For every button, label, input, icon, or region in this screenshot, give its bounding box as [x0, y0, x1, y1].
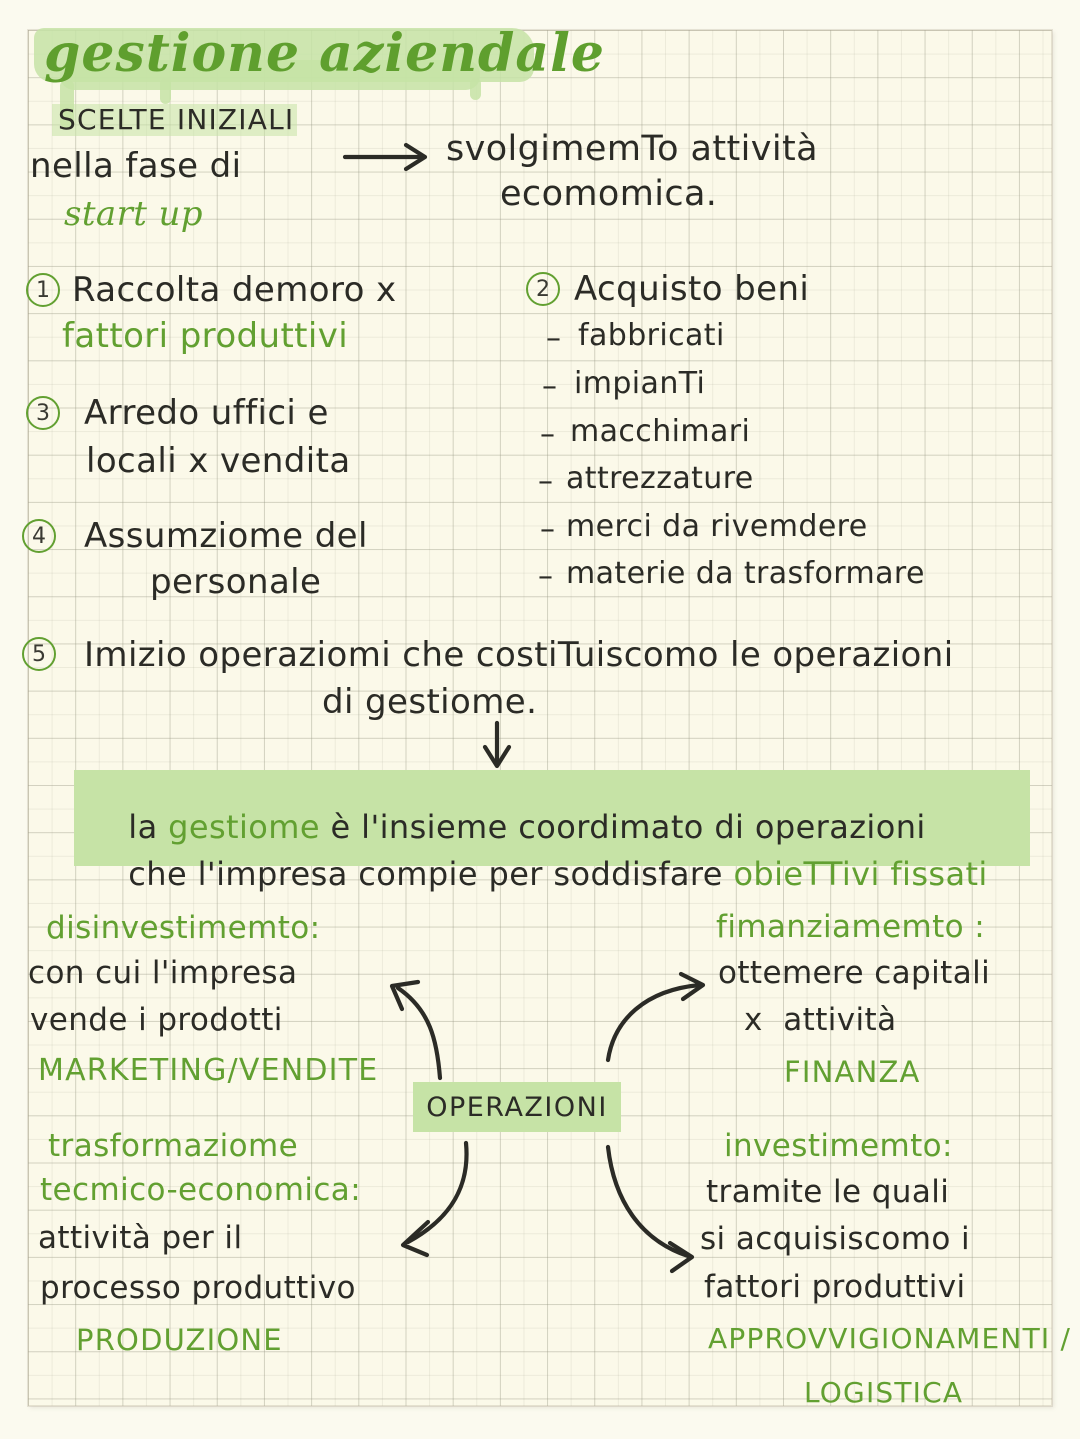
quadrant-investimento-body-1: tramite le quali [706, 1174, 950, 1210]
definition-line-2: che l'impresa compie per soddisfare obie… [86, 824, 988, 926]
intro-line-2-start-up: start up [64, 194, 203, 234]
bullet-dash-3: – [540, 417, 556, 452]
step-1-line-2: fattori produttivi [62, 316, 349, 356]
quadrant-finanziamento-body-1: ottemere capitali [718, 955, 991, 991]
step-number-4: 4 [22, 519, 56, 553]
step-number-3: 3 [26, 396, 60, 430]
quadrant-investimento-footer: APPROVVIGIONAMENTI / [708, 1322, 1072, 1355]
bullet-dash-5: – [540, 512, 556, 547]
bullet-dash-1: – [546, 321, 562, 356]
step-4-line-1: Assumziome del [84, 516, 368, 556]
intro-line-1: nella fase di [30, 146, 242, 186]
bullet-5: merci da rivemdere [566, 509, 868, 544]
step-1-line-1: Raccolta demoro x [72, 270, 397, 310]
bullet-4: attrezzature [566, 461, 754, 496]
step-3-line-2: locali x vendita [86, 441, 351, 481]
quadrant-disinvestimento-heading: disinvestimemto: [46, 910, 321, 946]
step-3-line-1: Arredo uffici e [84, 393, 329, 433]
step-number-2: 2 [526, 272, 560, 306]
definition-line-2-green: obieTTivi fissati [733, 854, 988, 893]
step-5-line-2: di gestiome. [322, 682, 538, 722]
step-5-line-1: Imizio operaziomi che costiTuiscomo le o… [84, 635, 954, 675]
page-title: gestione aziendale [44, 23, 605, 84]
bullet-1: fabbricati [578, 318, 725, 353]
step-number-1: 1 [26, 273, 60, 307]
intro-result-line-1: svolgimemTo attività [446, 129, 818, 169]
title-highlighter-drip-2 [160, 78, 171, 104]
bullet-dash-4: – [538, 464, 554, 499]
quadrant-disinvestimento-footer: MARKETING/VENDITE [38, 1053, 379, 1088]
definition-line-1-post: è l'insieme coordimato di operazioni [319, 807, 926, 846]
quadrant-finanziamento-body-2: x attività [744, 1002, 897, 1038]
quadrant-trasformazione-body-1: attività per il [38, 1220, 243, 1256]
step-number-5: 5 [22, 637, 56, 671]
quadrant-disinvestimento-body-1: con cui l'impresa [28, 955, 298, 991]
definition-line-2-pre: che l'impresa compie per soddisfare [128, 854, 734, 893]
definition-line-1-pre: la [128, 807, 169, 846]
bullet-3: macchimari [570, 414, 751, 449]
quadrant-trasformazione-heading-2: tecmico-economica: [40, 1172, 362, 1208]
quadrant-disinvestimento-body-2: vende i prodotti [30, 1002, 283, 1038]
quadrant-trasformazione-body-2: processo produttivo [40, 1270, 356, 1306]
quadrant-trasformazione-footer: PRODUZIONE [76, 1323, 283, 1357]
quadrant-investimento-body-2: si acquisiscomo i [700, 1221, 970, 1257]
intro-result-line-2: ecomomica. [500, 174, 718, 214]
step-4-line-2: personale [150, 562, 322, 602]
bullet-6: materie da trasformare [566, 556, 925, 591]
bullet-dash-2: – [542, 369, 558, 404]
bullet-2: impianTi [574, 366, 706, 401]
definition-line-1-green: gestiome [168, 807, 320, 846]
quadrant-investimento-heading: investimemto: [724, 1128, 953, 1164]
definition-line-1: la gestiome è l'insieme coordimato di op… [86, 777, 926, 879]
title-highlighter-blob-2 [60, 60, 480, 90]
quadrant-finanziamento-footer: FINANZA [784, 1055, 921, 1089]
scelte-iniziali-label: SCELTE INIZIALI [58, 103, 295, 136]
quadrant-investimento-footer-2: LOGISTICA [804, 1376, 964, 1409]
quadrant-investimento-body-3: fattori produttivi [704, 1269, 966, 1305]
bullet-dash-6: – [538, 559, 554, 594]
quadrant-finanziamento-heading: fimanziamemto : [716, 909, 986, 945]
grid-paper-sheet [28, 30, 1052, 1406]
scelte-iniziali-highlight [52, 104, 297, 136]
quadrant-trasformazione-heading: trasformaziome [48, 1128, 299, 1164]
operazioni-center-box: OPERAZIONI [413, 1082, 621, 1132]
title-highlighter-drip-3 [470, 78, 481, 100]
step-2-line-1: Acquisto beni [574, 269, 810, 309]
definition-highlight-band [74, 770, 1030, 866]
